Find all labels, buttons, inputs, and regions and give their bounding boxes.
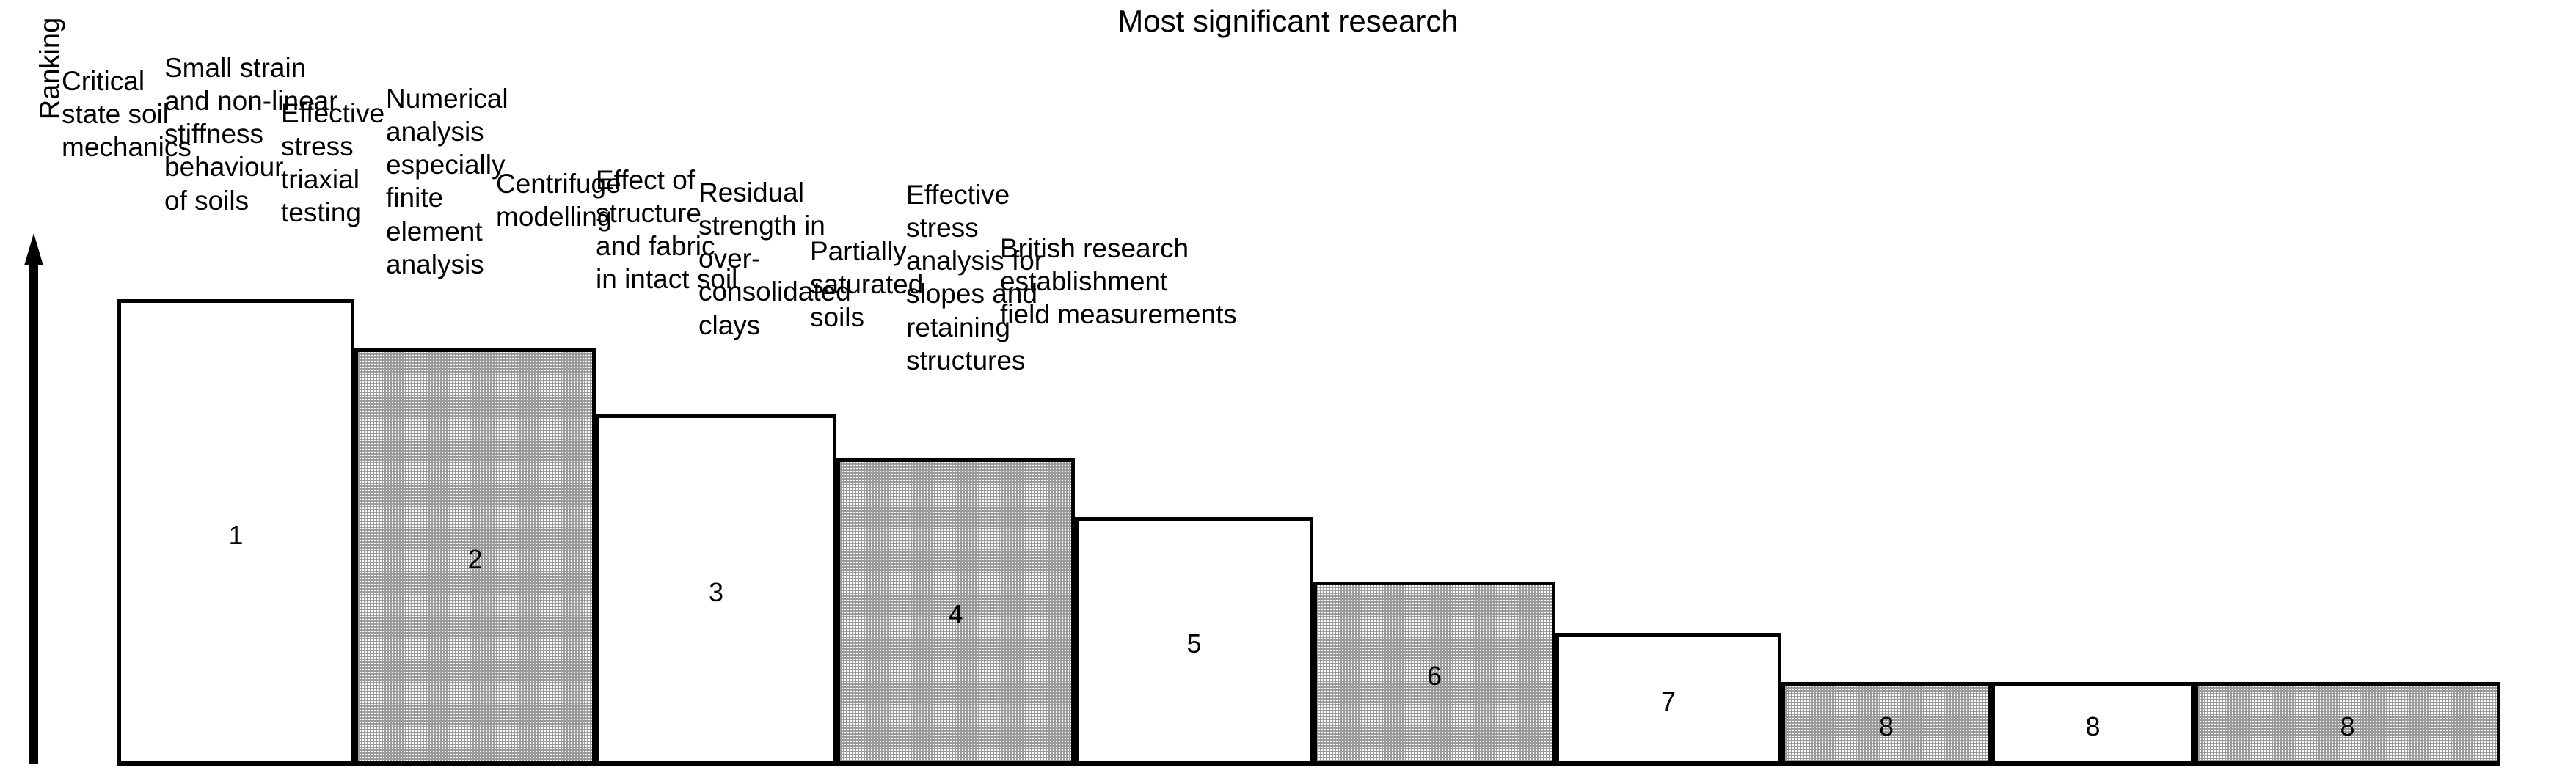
bar-rank-label: 6 bbox=[1426, 661, 1442, 691]
bar-7[interactable]: 7 bbox=[1555, 633, 1781, 765]
bar-1[interactable]: 1 bbox=[117, 299, 354, 765]
y-axis-arrow-icon bbox=[24, 233, 43, 764]
bar-rank-label: 7 bbox=[1660, 686, 1676, 716]
bar-rank-label: 8 bbox=[2085, 711, 2101, 741]
bar-caption-10: British research establishment field mea… bbox=[1000, 233, 1237, 330]
bar-rank-label: 8 bbox=[2340, 711, 2355, 741]
arrow-head-icon bbox=[24, 233, 43, 265]
bar-rank-label: 1 bbox=[228, 519, 244, 550]
bar-caption-5: Centrifuge modelling bbox=[496, 169, 621, 232]
bar-9[interactable]: 8 bbox=[1991, 682, 2194, 765]
bar-4[interactable]: 4 bbox=[836, 458, 1075, 765]
bar-rank-label: 3 bbox=[708, 577, 724, 607]
arrow-shaft bbox=[29, 261, 38, 764]
bar-caption-4: Numerical analysis especially finite ele… bbox=[386, 84, 508, 279]
bar-caption-7: Residual strength in over- consolidated … bbox=[698, 177, 851, 340]
bar-caption-6: Effect of structure and fabric in intact… bbox=[596, 165, 738, 295]
bar-rank-label: 8 bbox=[1878, 711, 1894, 741]
bar-2[interactable]: 2 bbox=[354, 348, 596, 765]
chart-title: Most significant research bbox=[1117, 4, 1459, 38]
bar-8[interactable]: 8 bbox=[1781, 682, 1991, 765]
bar-caption-9: Effective stress analysis for slopes and… bbox=[906, 180, 1044, 375]
bar-rank-label: 2 bbox=[467, 544, 483, 574]
bar-caption-1: Critical state soil mechanics bbox=[62, 66, 191, 163]
bar-3[interactable]: 3 bbox=[596, 414, 836, 765]
bar-rank-label: 4 bbox=[948, 599, 963, 629]
bar-6[interactable]: 6 bbox=[1313, 582, 1555, 765]
bar-5[interactable]: 5 bbox=[1075, 517, 1313, 765]
bar-10[interactable]: 8 bbox=[2194, 682, 2500, 765]
bar-caption-3: Effective stress triaxial testing bbox=[281, 98, 385, 228]
bar-caption-2: Small strain and non-linear stiffness be… bbox=[164, 53, 338, 216]
bar-rank-label: 5 bbox=[1186, 628, 1202, 659]
bar-caption-8: Partially saturated soils bbox=[810, 236, 924, 333]
